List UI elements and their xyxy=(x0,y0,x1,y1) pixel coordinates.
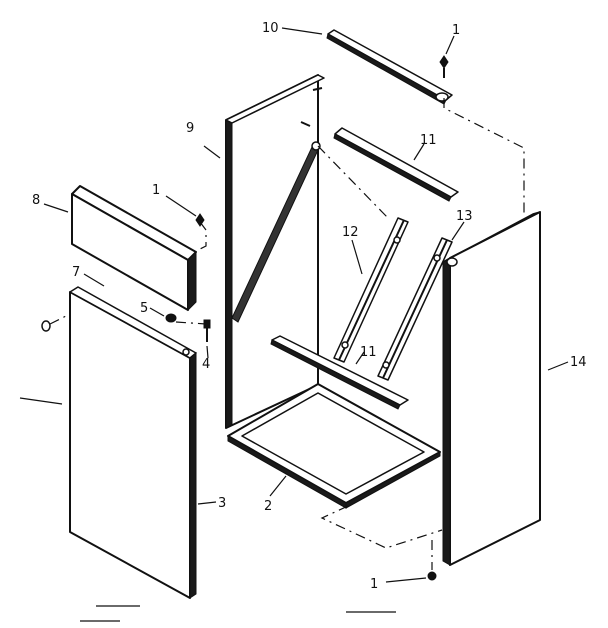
callout-7: 7 xyxy=(72,265,80,280)
part-1-screw-bottom xyxy=(427,571,437,581)
callout-5: 5 xyxy=(140,301,148,316)
callout-4: 4 xyxy=(202,357,210,372)
part-11-top-rail xyxy=(333,127,459,202)
part-4-screw xyxy=(203,319,211,342)
assembly-line-base xyxy=(320,505,443,549)
callout-leaders xyxy=(19,27,569,583)
callout-13: 13 xyxy=(456,209,473,224)
callout-1-left: 1 xyxy=(152,183,160,198)
door-knob xyxy=(41,315,67,332)
callout-10: 10 xyxy=(262,21,279,36)
callout-1-top: 1 xyxy=(452,23,460,38)
callout-2: 2 xyxy=(264,499,272,514)
assembly-line-cover xyxy=(197,221,207,251)
part-12-support-strip xyxy=(333,217,409,363)
part-9-left-side-panel xyxy=(225,74,325,429)
part-1-screw-left xyxy=(195,213,205,227)
callout-11-mid: 11 xyxy=(360,345,377,360)
part-3-front-panel xyxy=(69,286,197,599)
callout-14: 14 xyxy=(570,355,587,370)
part-14-right-side-panel xyxy=(442,211,541,566)
callout-9: 9 xyxy=(186,121,194,136)
part-5-clip xyxy=(165,313,207,325)
callout-11-top: 11 xyxy=(420,133,437,148)
callout-labels: 10 1 9 11 8 1 13 12 7 5 4 11 14 3 2 1 xyxy=(32,21,587,592)
assembly-line-brace xyxy=(317,145,389,219)
part-11-mid-rail xyxy=(270,335,409,410)
part-1-screw-top xyxy=(439,55,449,78)
assembly-line-right xyxy=(443,98,525,214)
scan-marks xyxy=(80,605,396,622)
part-2-base-pan xyxy=(227,383,441,509)
callout-3: 3 xyxy=(218,496,226,511)
part-13-support-strip xyxy=(377,237,453,381)
callout-12: 12 xyxy=(342,225,359,240)
callout-8: 8 xyxy=(32,193,40,208)
callout-1-bottom: 1 xyxy=(370,577,378,592)
part-10-top-rail xyxy=(326,29,453,105)
part-8-top-cover xyxy=(71,185,197,312)
